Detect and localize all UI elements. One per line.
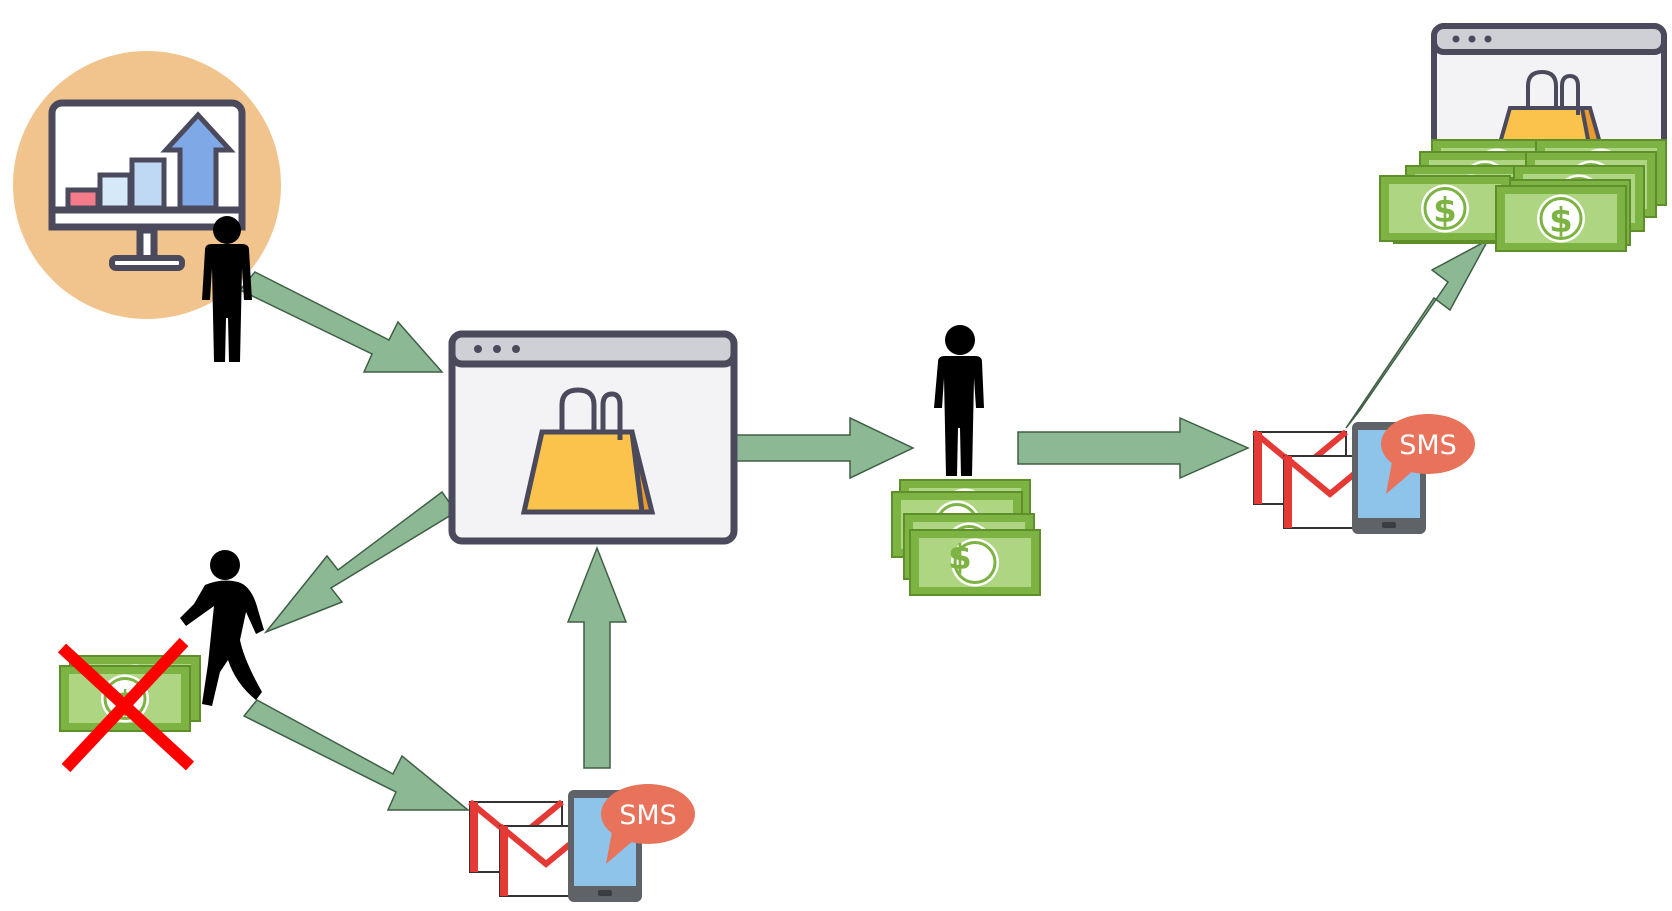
arrow-reminder-to-shop xyxy=(566,545,628,769)
sms-label: SMS xyxy=(1399,430,1457,461)
red-x-icon xyxy=(57,637,195,773)
cash-symbol: $ xyxy=(948,538,972,578)
shopping-bag-icon xyxy=(520,387,656,515)
person-icon xyxy=(934,325,984,476)
arrow-abandon-to-reminder xyxy=(242,699,471,811)
cash-stack-icon: $ $ xyxy=(1378,138,1668,253)
walking-person-icon xyxy=(180,550,264,706)
mail-sms-reminder: SMS xyxy=(468,784,695,902)
cash-stack-icon: $ xyxy=(890,478,1042,597)
shop-with-revenue: $ $ xyxy=(1378,23,1668,253)
arrow-visitor-to-shop xyxy=(238,271,444,373)
analytics-visitor xyxy=(13,51,281,362)
arrow-shop-to-abandon xyxy=(263,490,458,634)
sms-bubble-icon: SMS xyxy=(1381,414,1475,494)
crossed-cash-icon: $ xyxy=(57,637,202,773)
abandoning-visitor: $ xyxy=(57,550,264,773)
arrow-buyer-to-mail xyxy=(1017,416,1250,480)
shop-window xyxy=(448,330,738,545)
cash-symbol: $ xyxy=(1433,191,1457,231)
arrow-mail-to-revenue xyxy=(1345,238,1490,429)
buyer-with-cash: $ xyxy=(890,325,1042,597)
cash-symbol: $ xyxy=(1549,201,1573,241)
person-icon xyxy=(202,216,252,362)
analytics-monitor-icon xyxy=(48,99,246,271)
mail-sms-confirmation: SMS xyxy=(1252,414,1475,534)
sms-label: SMS xyxy=(619,800,677,831)
arrows xyxy=(238,238,1490,811)
sms-bubble-icon: SMS xyxy=(601,784,695,864)
